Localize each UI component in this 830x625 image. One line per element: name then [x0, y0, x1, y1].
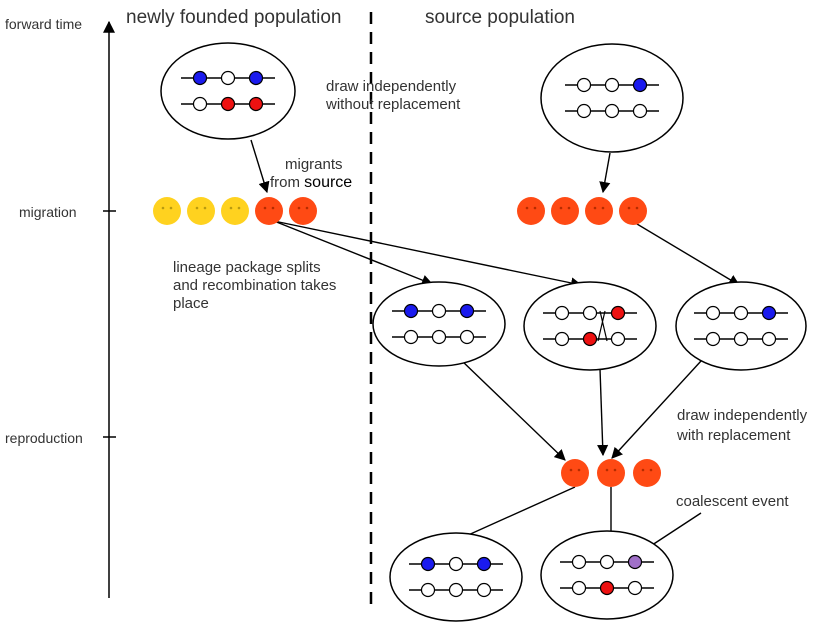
allele-blue [459, 303, 475, 319]
individual-orange [561, 459, 589, 487]
allele-white [403, 329, 419, 345]
individual-yellow [221, 197, 249, 225]
allele-white [604, 77, 620, 93]
reproduction-label: reproduction [5, 430, 83, 446]
allele-red [248, 96, 264, 112]
allele-white [604, 103, 620, 119]
individual-yellow [187, 197, 215, 225]
allele-white [576, 77, 592, 93]
draw-with-replacement-line2: with replacement [676, 427, 791, 444]
allele-white [431, 303, 447, 319]
allele-white [220, 70, 236, 86]
recombination-crossover [597, 310, 608, 342]
allele-white [554, 331, 570, 347]
allele-white [733, 331, 749, 347]
allele-white [705, 331, 721, 347]
allele-blue [632, 77, 648, 93]
lineage-splits-line2: and recombination takes [173, 277, 336, 294]
allele-blue [420, 556, 436, 572]
pkg-source-mid-right [675, 281, 807, 371]
allele-white [582, 305, 598, 321]
pkg-founded-top [160, 42, 296, 140]
individual-orange [619, 197, 647, 225]
allele-blue [476, 556, 492, 572]
source-header: source population [425, 7, 575, 28]
allele-white [459, 329, 475, 345]
allele-white [431, 329, 447, 345]
allele-white [571, 554, 587, 570]
line-reproduction-to-offspring-left [465, 486, 576, 537]
draw-with-replacement-line1: draw independently [677, 407, 808, 424]
arrow-migrant-to-mid-left [273, 220, 434, 286]
allele-blue [192, 70, 208, 86]
allele-blue [248, 70, 264, 86]
draw-without-replacement-line1: draw independently [326, 78, 457, 95]
draw-without-replacement-line2: without replacement [325, 96, 461, 113]
coalescent-event-label: coalescent event [676, 493, 789, 510]
allele-white [448, 582, 464, 598]
individual-orange [289, 197, 317, 225]
arrow-migrant-to-recombinant [273, 220, 583, 289]
arrow-source-to-individuals [599, 152, 611, 194]
individual-orange [585, 197, 613, 225]
allele-white [571, 580, 587, 596]
forward-time-label: forward time [5, 16, 82, 32]
allele-white [448, 556, 464, 572]
individual-orange [633, 459, 661, 487]
founded-individuals-row [153, 197, 317, 225]
reproduction-individuals-row [561, 459, 661, 487]
allele-red [599, 580, 615, 596]
arrow-founded-to-migrant [250, 139, 270, 194]
allele-white [632, 103, 648, 119]
allele-white [599, 554, 615, 570]
allele-white [420, 582, 436, 598]
allele-white [610, 331, 626, 347]
allele-white [705, 305, 721, 321]
newly-founded-header: newly founded population [126, 7, 342, 28]
individual-orange [517, 197, 545, 225]
arrow-mid-right-to-reproduction [611, 360, 702, 459]
pkg-offspring-right [540, 530, 674, 620]
pkg-source-top [540, 43, 684, 153]
allele-purple [627, 554, 643, 570]
individual-yellow [153, 197, 181, 225]
migrants-from: from [270, 174, 304, 191]
pkg-offspring-left [389, 532, 523, 622]
migrants-source-word: source [304, 174, 352, 191]
migrants-line2: from source [270, 174, 352, 191]
individual-orange [255, 197, 283, 225]
allele-blue [761, 305, 777, 321]
pkg-recombinant-mid [523, 281, 657, 371]
individual-orange [597, 459, 625, 487]
allele-white [192, 96, 208, 112]
lineage-splits-line1: lineage package splits [173, 259, 321, 276]
arrow-recombinant-to-reproduction [597, 368, 609, 457]
pkg-migrant-mid-left [372, 281, 506, 367]
allele-red [610, 305, 626, 321]
individual-orange [551, 197, 579, 225]
allele-white [733, 305, 749, 321]
allele-white [627, 580, 643, 596]
allele-blue [403, 303, 419, 319]
arrow-mid-left-to-reproduction [460, 359, 566, 461]
allele-red [582, 331, 598, 347]
migrants-line1: migrants [285, 156, 343, 173]
allele-white [554, 305, 570, 321]
allele-white [761, 331, 777, 347]
arrow-source-to-mid-right [631, 220, 740, 286]
allele-red [220, 96, 236, 112]
migration-label: migration [19, 204, 77, 220]
allele-white [476, 582, 492, 598]
allele-white [576, 103, 592, 119]
source-individuals-row [517, 197, 647, 225]
lineage-splits-line3: place [173, 295, 209, 312]
